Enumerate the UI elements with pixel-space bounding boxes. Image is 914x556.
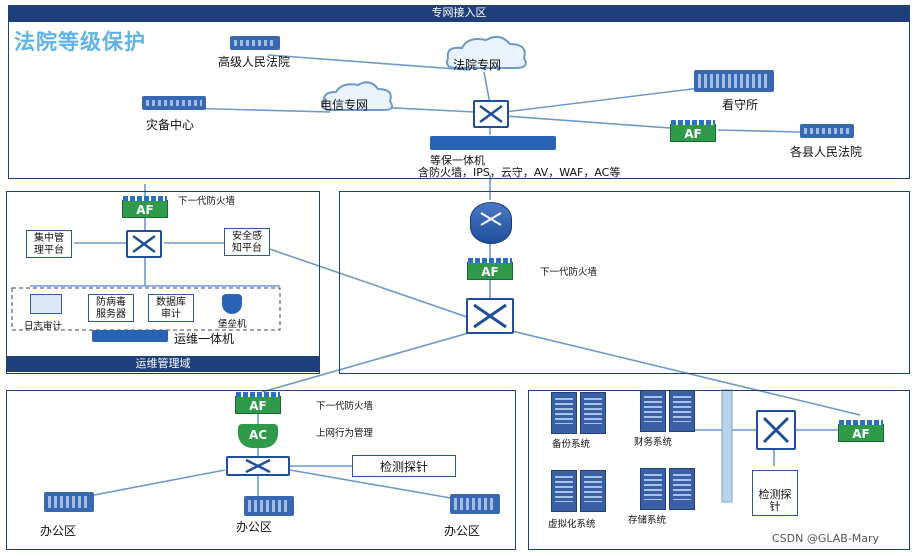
db-audit-label-2: 审计: [161, 309, 181, 320]
zone-datacenter: [528, 390, 910, 550]
county-court-label: 各县人民法院: [790, 145, 863, 159]
telecom-net-cloud-icon: [321, 81, 393, 111]
virtual-server-icon-b: [580, 470, 606, 512]
backup-server-icon-b: [580, 392, 606, 434]
dengbao-appliance-icon: [430, 136, 556, 150]
finance-label: 财务系统: [634, 437, 673, 448]
office2-label: 办公区: [236, 520, 273, 534]
county-court-building-icon: [800, 124, 854, 138]
office-firewall-icon: AF: [235, 392, 281, 414]
log-audit-device-icon: [30, 294, 62, 314]
dc-firewall-icon: AF: [838, 420, 884, 442]
bastion-shield-icon: [222, 294, 242, 314]
high-court-building-icon: [230, 36, 280, 50]
zone-ops: [6, 191, 320, 374]
detention-label: 看守所: [722, 98, 759, 112]
ac-label: 上网行为管理: [316, 428, 374, 439]
central-mgmt-label-1: 集中管: [34, 233, 64, 244]
access-switch-icon: [473, 100, 509, 128]
dengbao-appliance-desc: 含防火墙，IPS，云守，AV，WAF，AC等: [418, 166, 621, 179]
situation-awareness-platform: 安全感 知平台: [224, 228, 270, 256]
backup-server-icon-a: [551, 392, 577, 434]
zone-office: [6, 390, 516, 550]
office1-building-icon: [44, 492, 94, 512]
zone-top-header: 专网接入区: [8, 5, 910, 21]
core-firewall-label: 下一代防火墙: [540, 267, 598, 278]
office2-building-icon: [244, 496, 294, 516]
antivirus-label-2: 服务器: [96, 309, 126, 320]
db-audit-label-1: 数据库: [156, 297, 186, 308]
detention-building-icon: [694, 70, 774, 92]
virtual-server-icon-a: [551, 470, 577, 512]
central-mgmt-label-2: 理平台: [34, 245, 64, 256]
court-net-label: 法院专网: [453, 58, 502, 72]
disaster-center-label: 灾备中心: [146, 118, 195, 132]
storage-label: 存储系统: [628, 515, 667, 526]
ops-firewall-label: 下一代防火墙: [178, 196, 236, 207]
finance-server-icon-a: [640, 390, 666, 432]
situation-label-1: 安全感: [232, 231, 262, 242]
diagram-title: 法院等级保护: [14, 30, 146, 54]
office3-label: 办公区: [444, 524, 481, 538]
storage-server-icon-b: [669, 468, 695, 510]
dc-probe-label-1: 检测探: [758, 488, 792, 501]
zone-top: [8, 21, 910, 179]
office-probe-label: 检测探针: [379, 460, 428, 474]
court-net-cloud-icon: [446, 35, 527, 69]
situation-label-2: 知平台: [232, 243, 262, 254]
storage-server-icon-a: [640, 468, 666, 510]
zone-core: [339, 191, 910, 374]
virtual-label: 虚拟化系统: [548, 519, 596, 530]
antivirus-label-1: 防病毒: [96, 297, 126, 308]
high-court-label: 高级人民法院: [218, 55, 291, 69]
county-firewall-icon: AF: [670, 120, 716, 142]
core-router-icon: [470, 202, 512, 244]
telecom-net-label: 电信专网: [320, 98, 369, 112]
ops-firewall-icon: AF: [122, 196, 168, 218]
backup-label: 备份系统: [552, 439, 591, 450]
office-probe-device: 检测探针: [352, 455, 456, 477]
antivirus-server: 防病毒 服务器: [88, 294, 134, 322]
ops-appliance-icon: [92, 330, 168, 342]
office1-label: 办公区: [40, 524, 77, 538]
office3-building-icon: [450, 494, 500, 514]
disaster-center-building-icon: [142, 96, 206, 110]
dc-probe-label-2: 针: [769, 500, 781, 513]
core-firewall-icon: AF: [467, 258, 513, 280]
db-audit-device: 数据库 审计: [148, 294, 194, 322]
ops-appliance-label: 运维一体机: [174, 332, 235, 346]
ac-badge-text: AC: [248, 428, 268, 442]
central-mgmt-platform: 集中管 理平台: [26, 230, 72, 258]
ac-shield-icon: AC: [238, 424, 278, 448]
core-switch-icon: [466, 298, 514, 334]
ops-switch-icon: [126, 230, 162, 258]
dengbao-appliance-label: 等保一体机: [430, 154, 485, 167]
log-audit-label: 日志审计: [24, 321, 63, 332]
bastion-label: 堡垒机: [218, 319, 247, 330]
office-firewall-label: 下一代防火墙: [316, 401, 374, 412]
dc-probe-device: 检测探 针: [752, 470, 798, 516]
office-switch-icon: [226, 456, 290, 476]
finance-server-icon-b: [669, 390, 695, 432]
watermark: CSDN @GLAB-Mary: [772, 532, 880, 545]
dc-switch-icon: [756, 410, 796, 450]
zone-ops-header: 运维管理域: [6, 356, 320, 372]
